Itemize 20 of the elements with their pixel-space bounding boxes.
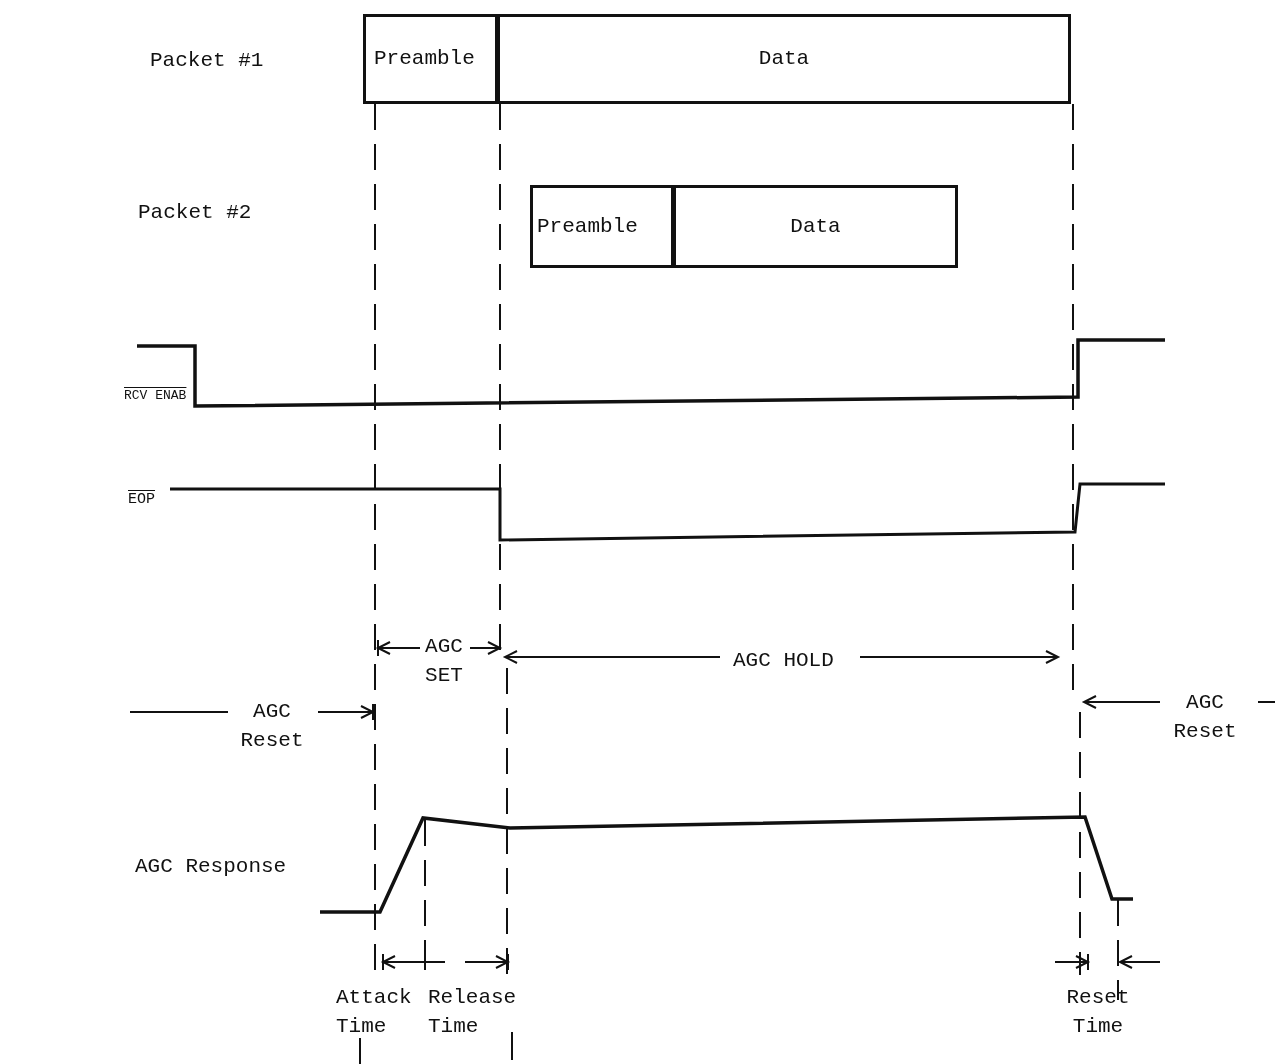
packet-field	[673, 185, 958, 268]
timing-label: Reset Time	[1065, 985, 1131, 1040]
timing-label: AGC Reset	[239, 699, 305, 754]
timing-label: Packet #1	[150, 48, 265, 74]
signal-name: RCV ENAB	[124, 387, 188, 405]
timing-label: Attack Time	[336, 985, 413, 1040]
signal-name: EOP	[128, 490, 156, 510]
timing-label: AGC SET	[424, 634, 464, 689]
field-label: Data	[790, 213, 841, 240]
timing-label: AGC HOLD	[733, 648, 835, 674]
packet-field	[530, 185, 674, 268]
field-label: Preamble	[374, 46, 475, 73]
timing-label: AGC Reset	[1172, 690, 1238, 745]
packet-field	[363, 14, 498, 104]
timing-label: Packet #2	[138, 200, 253, 226]
packet-field	[497, 14, 1071, 104]
field-label: Data	[758, 46, 810, 73]
timing-label: AGC Response	[135, 854, 288, 880]
field-label: Preamble	[537, 213, 638, 240]
timing-label: Release Time	[428, 985, 518, 1040]
